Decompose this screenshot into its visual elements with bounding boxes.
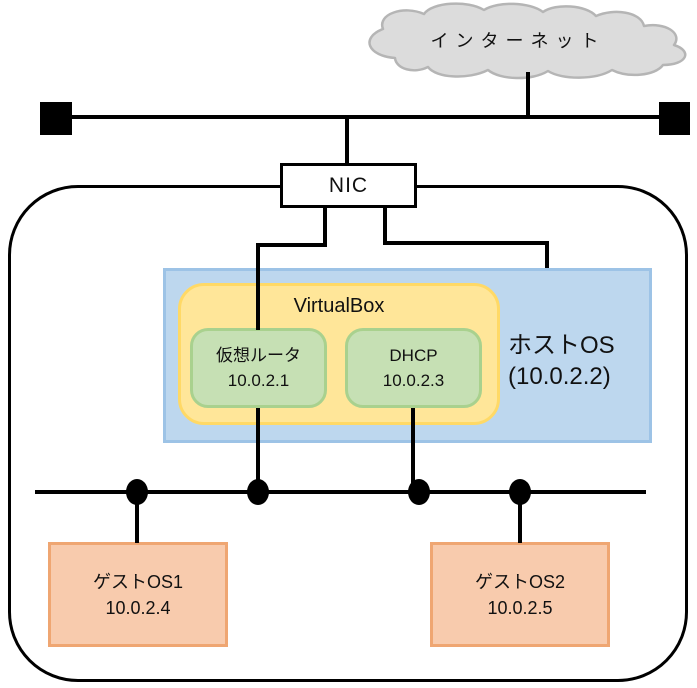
- host-os-name: ホストOS: [508, 332, 615, 359]
- nic-label: NIC: [328, 173, 369, 197]
- dhcp-box: DHCP 10.0.2.3: [345, 328, 482, 408]
- host-os-label: ホストOS (10.0.2.2): [508, 330, 648, 392]
- host-os-ip: (10.0.2.2): [508, 363, 611, 390]
- guest-os1-box: ゲストOS1 10.0.2.4: [48, 542, 228, 647]
- internet-label: インターネット: [430, 31, 606, 51]
- bus-terminator-left: [40, 102, 72, 135]
- guest-os1-name: ゲストOS1: [92, 571, 184, 592]
- virtualbox-label: VirtualBox: [293, 295, 385, 317]
- virtual-router-box: 仮想ルータ 10.0.2.1: [190, 328, 327, 408]
- dhcp-ip: 10.0.2.3: [382, 371, 445, 390]
- virtual-router-name: 仮想ルータ: [216, 346, 301, 365]
- guest-os2-name: ゲストOS2: [474, 571, 566, 592]
- dhcp-name: DHCP: [389, 346, 438, 365]
- nic-box: NIC: [280, 163, 417, 208]
- guest-os1-ip: 10.0.2.4: [105, 597, 171, 618]
- guest-os2-ip: 10.0.2.5: [487, 597, 553, 618]
- guest-os2-box: ゲストOS2 10.0.2.5: [430, 542, 610, 647]
- virtual-router-ip: 10.0.2.1: [227, 371, 290, 390]
- bus-terminator-right: [659, 102, 690, 135]
